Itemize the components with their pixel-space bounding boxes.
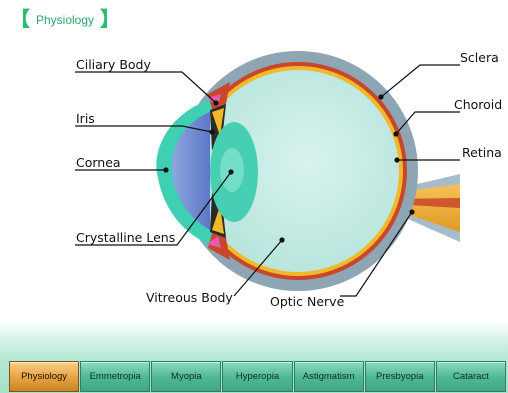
tab-hyperopia[interactable]: Hyperopia <box>222 361 292 392</box>
vitreous-body-label: Vitreous Body <box>146 290 233 305</box>
choroid-label: Choroid <box>454 97 502 112</box>
tab-myopia[interactable]: Myopia <box>151 361 221 392</box>
crystalline-lens-label: Crystalline Lens <box>76 230 175 245</box>
cornea-shape <box>156 99 213 246</box>
ciliary-body-label: Ciliary Body <box>76 57 151 72</box>
retina-label: Retina <box>462 145 502 160</box>
sclera-label: Sclera <box>460 50 499 65</box>
topic-tab-bar: Physiology Emmetropia Myopia Hyperopia A… <box>9 361 506 392</box>
tab-emmetropia[interactable]: Emmetropia <box>80 361 150 392</box>
sclera-leader <box>381 65 460 97</box>
tab-astigmatism[interactable]: Astigmatism <box>294 361 364 392</box>
optic-nerve-label: Optic Nerve <box>270 294 345 309</box>
iris-label: Iris <box>76 111 95 126</box>
cornea-label: Cornea <box>76 155 121 170</box>
tab-cataract[interactable]: Cataract <box>436 361 506 392</box>
tab-presbyopia[interactable]: Presbyopia <box>365 361 435 392</box>
eye-anatomy-diagram: Ciliary Body Iris Cornea Crystalline Len… <box>0 0 508 320</box>
ciliary-body-leader <box>75 72 216 103</box>
tab-physiology[interactable]: Physiology <box>9 361 79 392</box>
crystalline-lens-shape <box>210 122 258 222</box>
